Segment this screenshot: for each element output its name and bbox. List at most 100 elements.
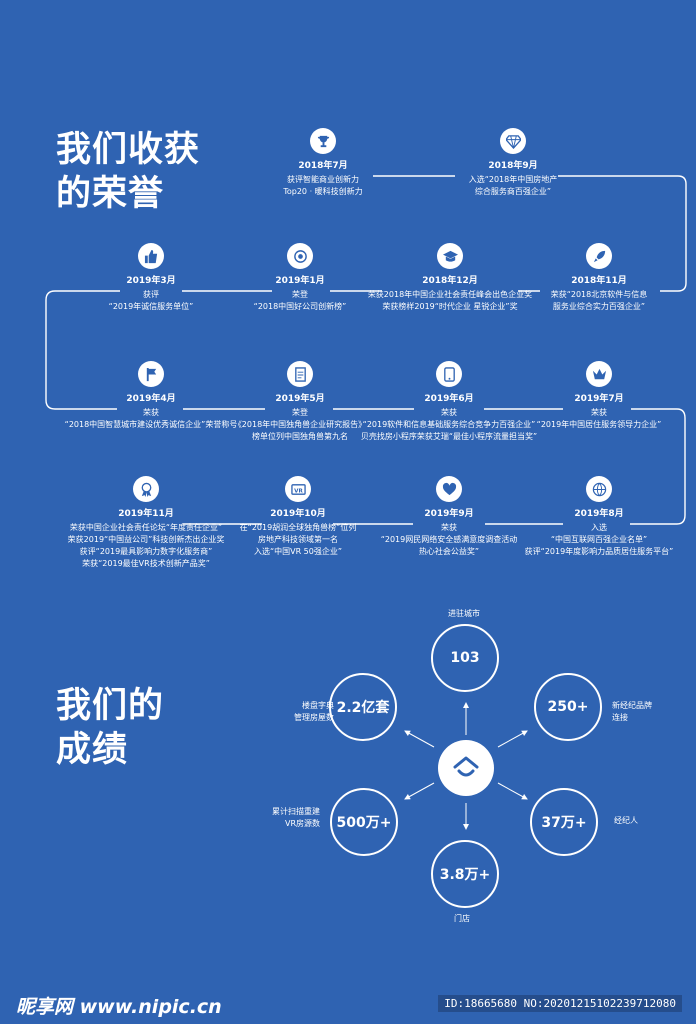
timeline-text: 荣获“2019最佳VR技术创新产品奖” xyxy=(82,559,210,568)
achievements-title: 我们的 成绩 xyxy=(56,684,164,772)
watermark-bar: 昵享网 www.nipic.cn ID:18665680 NO:20201215… xyxy=(0,990,696,1024)
report-icon xyxy=(294,366,306,382)
timeline-text: 《2018年中国独角兽企业研究报告》 xyxy=(233,420,367,429)
achievements-title-line2: 成绩 xyxy=(56,730,129,770)
timeline-date: 2019年9月 xyxy=(424,509,474,519)
diamond-icon xyxy=(505,134,521,149)
stat-value: 37万+ xyxy=(541,815,587,831)
achievements-title-line1: 我们的 xyxy=(56,686,165,726)
timeline-icon-badge xyxy=(586,243,612,269)
timeline-text: “2019软件和信息基础服务综合竞争力百强企业” xyxy=(362,420,536,429)
stat-circle: 250+ xyxy=(534,673,602,741)
stat-circle: 103 xyxy=(431,624,499,692)
timeline-item: VR 2019年10月在“2019胡润全球独角兽榜”位列房地产科技领域第一名入选“… xyxy=(188,476,408,558)
timeline-date: 2019年7月 xyxy=(574,394,624,404)
timeline-item: 2019年4月荣获“2018中国智慧城市建设优秀诚信企业”荣誉称号 xyxy=(41,361,261,431)
flag-icon xyxy=(146,367,156,381)
timeline-text: 贝壳找房小程序荣获艾瑞“最佳小程序流量担当奖” xyxy=(360,432,538,441)
heart-hands-icon xyxy=(442,482,456,495)
timeline-text: “2019网民网络安全感满意度调查活动 xyxy=(380,535,518,544)
vr-icon: VR xyxy=(290,483,306,495)
timeline-text: 获评智能商业创新力 xyxy=(287,175,359,184)
timeline-text: 荣获中国企业社会责任论坛“年度责任企业” xyxy=(69,523,223,532)
timeline-text: “2019年中国居住服务领导力企业” xyxy=(536,420,662,429)
timeline-text: 荣登 xyxy=(292,290,308,299)
timeline-text: 入选“中国VR 50强企业” xyxy=(253,547,343,556)
timeline-date: 2019年6月 xyxy=(424,394,474,404)
timeline-text: “中国互联网百强企业名单” xyxy=(550,535,648,544)
timeline-text: “2018中国好公司创新榜” xyxy=(253,302,347,311)
honors-title-line2: 的荣誉 xyxy=(56,174,165,214)
timeline-text: 服务业综合实力百强企业” xyxy=(552,302,646,311)
timeline-text: 荣获 xyxy=(441,523,457,532)
timeline-date: 2019年10月 xyxy=(270,509,326,519)
timeline-icon-badge xyxy=(310,128,336,154)
timeline-text: “2019年诚信服务单位” xyxy=(108,302,194,311)
award-ribbon-icon xyxy=(141,482,151,497)
timeline-icon-badge xyxy=(133,476,159,502)
stat-value: 3.8万+ xyxy=(439,867,491,883)
timeline-text: 荣获2018年中国企业社会责任峰会出色企业奖 xyxy=(367,290,533,299)
stat-caption-line: 累计扫描重建 xyxy=(272,807,320,816)
timeline-date: 2019年8月 xyxy=(574,509,624,519)
timeline-text: 荣获 xyxy=(441,408,457,417)
stat-caption: 经纪人 xyxy=(614,815,638,827)
graduation-cap-icon xyxy=(442,250,458,262)
rocket-icon xyxy=(593,250,605,262)
timeline-date: 2019年5月 xyxy=(275,394,325,404)
timeline-text: 入选 xyxy=(591,523,607,532)
svg-text:VR: VR xyxy=(294,488,303,494)
medal-icon xyxy=(293,249,307,263)
house-logo-icon xyxy=(453,756,479,777)
timeline-text: 获评“2019最具影响力数字化服务商” xyxy=(79,547,213,556)
timeline-icon-badge xyxy=(586,361,612,387)
timeline-date: 2019年11月 xyxy=(118,509,174,519)
honors-title: 我们收获 的荣誉 xyxy=(56,128,200,216)
timeline-icon-badge xyxy=(287,243,313,269)
stat-caption: 楼盘字典管理房屋数 xyxy=(278,700,334,724)
timeline-item: 2019年3月获评“2019年诚信服务单位” xyxy=(41,243,261,313)
timeline-item: 2019年1月荣登“2018中国好公司创新榜” xyxy=(190,243,410,313)
stat-circle: 500万+ xyxy=(330,788,398,856)
timeline-item: 2019年7月荣获“2019年中国居住服务领导力企业” xyxy=(489,361,696,431)
timeline-date: 2018年11月 xyxy=(571,276,627,286)
timeline-text: 荣获 xyxy=(143,408,159,417)
stat-value: 2.2亿套 xyxy=(336,700,390,716)
stat-caption-line: 经纪人 xyxy=(614,816,638,825)
stat-caption-line: 进驻城市 xyxy=(448,609,480,618)
timeline-text: Top20 · 暖科技创新力 xyxy=(283,187,363,196)
stat-value: 500万+ xyxy=(336,815,392,831)
stat-caption-line: 门店 xyxy=(454,914,470,923)
stat-caption-line: 管理房屋数 xyxy=(294,713,334,722)
stat-caption-line: 新经纪品牌 xyxy=(612,701,652,710)
watermark-id: ID:18665680 NO:20201215102239712080 xyxy=(438,995,682,1012)
stat-caption-line: VR房源数 xyxy=(284,819,320,828)
timeline-date: 2019年3月 xyxy=(126,276,176,286)
timeline-date: 2019年4月 xyxy=(126,394,176,404)
honors-title-line1: 我们收获 xyxy=(56,130,201,170)
stat-caption-line: 连接 xyxy=(612,713,628,722)
stat-caption: 进驻城市 xyxy=(448,608,480,620)
watermark-site: 昵享网 www.nipic.cn xyxy=(16,996,222,1018)
timeline-icon-badge xyxy=(586,476,612,502)
timeline-text: 荣获2019“中国益公司”科技创新杰出企业奖 xyxy=(67,535,225,544)
tablet-icon xyxy=(443,366,455,382)
timeline-text: 榜单位列中国独角兽第九名 xyxy=(252,432,348,441)
timeline-item: 2019年5月荣登《2018年中国独角兽企业研究报告》榜单位列中国独角兽第九名 xyxy=(190,361,410,443)
stat-caption: 门店 xyxy=(454,913,470,925)
stat-circle: 37万+ xyxy=(530,788,598,856)
stat-caption: 累计扫描重建 VR房源数 xyxy=(264,806,320,830)
timeline-date: 2018年9月 xyxy=(488,161,538,171)
trophy-icon xyxy=(317,135,329,147)
globe-icon xyxy=(592,482,606,496)
timeline-text: 荣获榜样2019“时代企业 星锐企业”奖 xyxy=(382,302,518,311)
timeline-text: 房地产科技领域第一名 xyxy=(258,535,338,544)
timeline-item: 2019年8月入选“中国互联网百强企业名单”获评“2019年度影响力品质居住服务… xyxy=(489,476,696,558)
stat-value: 103 xyxy=(450,650,480,666)
timeline-text: 在“2019胡润全球独角兽榜”位列 xyxy=(239,523,357,532)
timeline-text: 综合服务商百强企业” xyxy=(474,187,552,196)
timeline-item: 2019年6月荣获 “2019软件和信息基础服务综合竞争力百强企业” 贝壳找房小程序… xyxy=(339,361,559,443)
timeline-item: 2019年11月荣获中国企业社会责任论坛“年度责任企业” 荣获2019“中国益公司… xyxy=(36,476,256,570)
timeline-text: 荣登 xyxy=(292,408,308,417)
